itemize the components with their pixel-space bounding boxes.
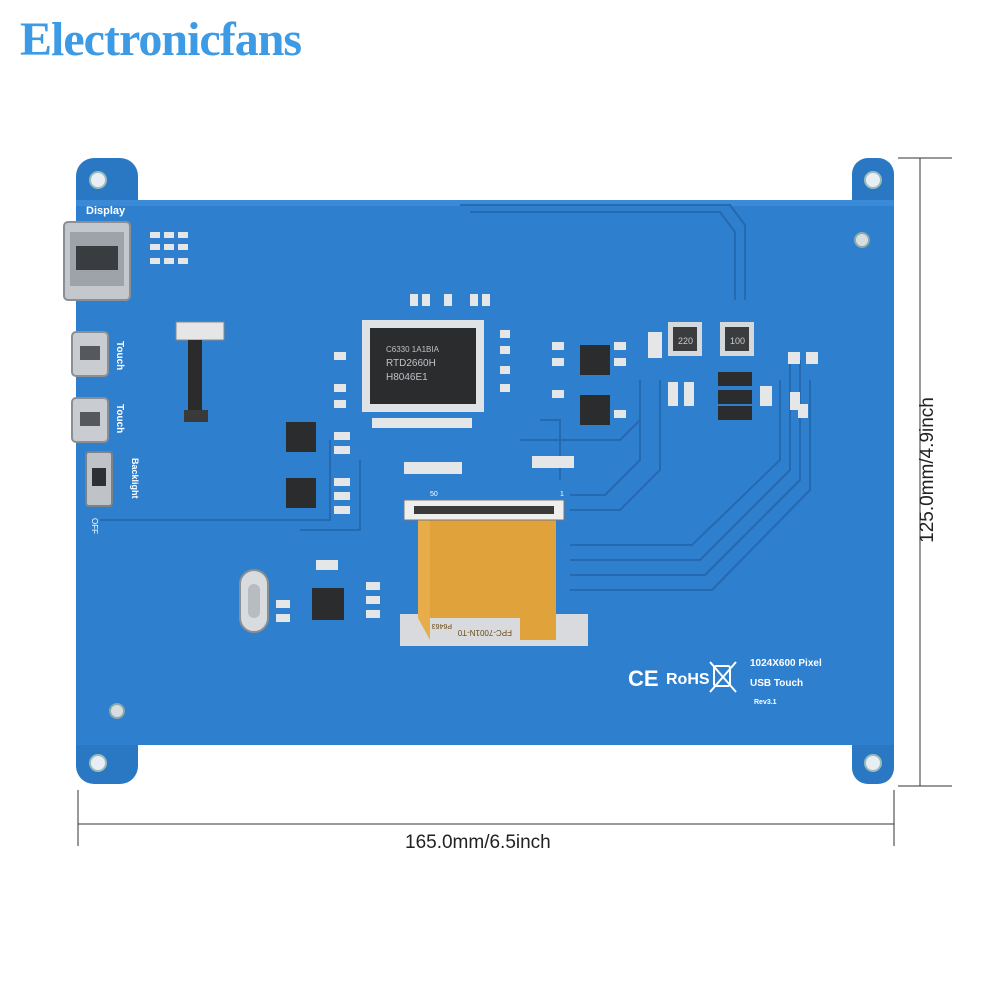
- inductor-label-1: 220: [678, 336, 693, 346]
- usb-port-touch-2: [71, 397, 109, 443]
- rohs-mark: RoHS: [666, 671, 710, 688]
- certification-marks: CE RoHS: [628, 661, 737, 693]
- width-dimension-label: 165.0mm/6.5inch: [405, 832, 551, 853]
- brand-logo: Electronicfans: [20, 13, 302, 66]
- mount-hole: [109, 703, 125, 719]
- chip-text-3: C6330 1A1BIA: [386, 345, 440, 354]
- fpc-sub-text: P6463: [432, 622, 452, 629]
- width-dimension-line: [77, 790, 895, 846]
- usb-touch-label: USB Touch: [750, 678, 803, 689]
- touch-ribbon-cable: [175, 321, 225, 422]
- off-label: OFF: [90, 518, 99, 534]
- mount-hole: [854, 232, 870, 248]
- pcb-board: [76, 200, 894, 745]
- backlight-switch: [85, 451, 113, 507]
- touch-label-2: Touch: [114, 404, 125, 433]
- inductor-label-2: 100: [730, 336, 745, 346]
- backlight-label: Backlight: [130, 458, 140, 499]
- height-dimension-label: 125.0mm/4.9inch: [917, 397, 938, 543]
- fpc-pin-1-label: 1: [560, 491, 564, 498]
- pcb-traces: [100, 204, 811, 591]
- small-ics: [286, 345, 752, 620]
- pixel-label: 1024X600 Pixel: [750, 658, 822, 669]
- passive-components: [150, 232, 818, 622]
- rev-label: Rev3.1: [754, 699, 777, 706]
- weee-bin-icon: [709, 661, 737, 693]
- crystal-oscillator: [239, 569, 269, 633]
- ce-mark: CE: [628, 666, 659, 691]
- inductors: 220 100: [668, 322, 754, 356]
- display-label: Display: [86, 205, 126, 217]
- height-dimension-line: [898, 157, 952, 787]
- hdmi-connector: [63, 221, 131, 301]
- usb-port-touch-1: [71, 331, 109, 377]
- chip-text-2: H8046E1: [386, 372, 428, 383]
- fpc-connector: [400, 499, 588, 646]
- fpc-text: FPC-7001N-T0: [457, 628, 512, 637]
- fpc-pin-50-label: 50: [430, 491, 438, 498]
- main-controller-chip: RTD2660H H8046E1 C6330 1A1BIA: [362, 320, 484, 412]
- touch-label-1: Touch: [114, 341, 125, 370]
- chip-text-1: RTD2660H: [386, 358, 436, 369]
